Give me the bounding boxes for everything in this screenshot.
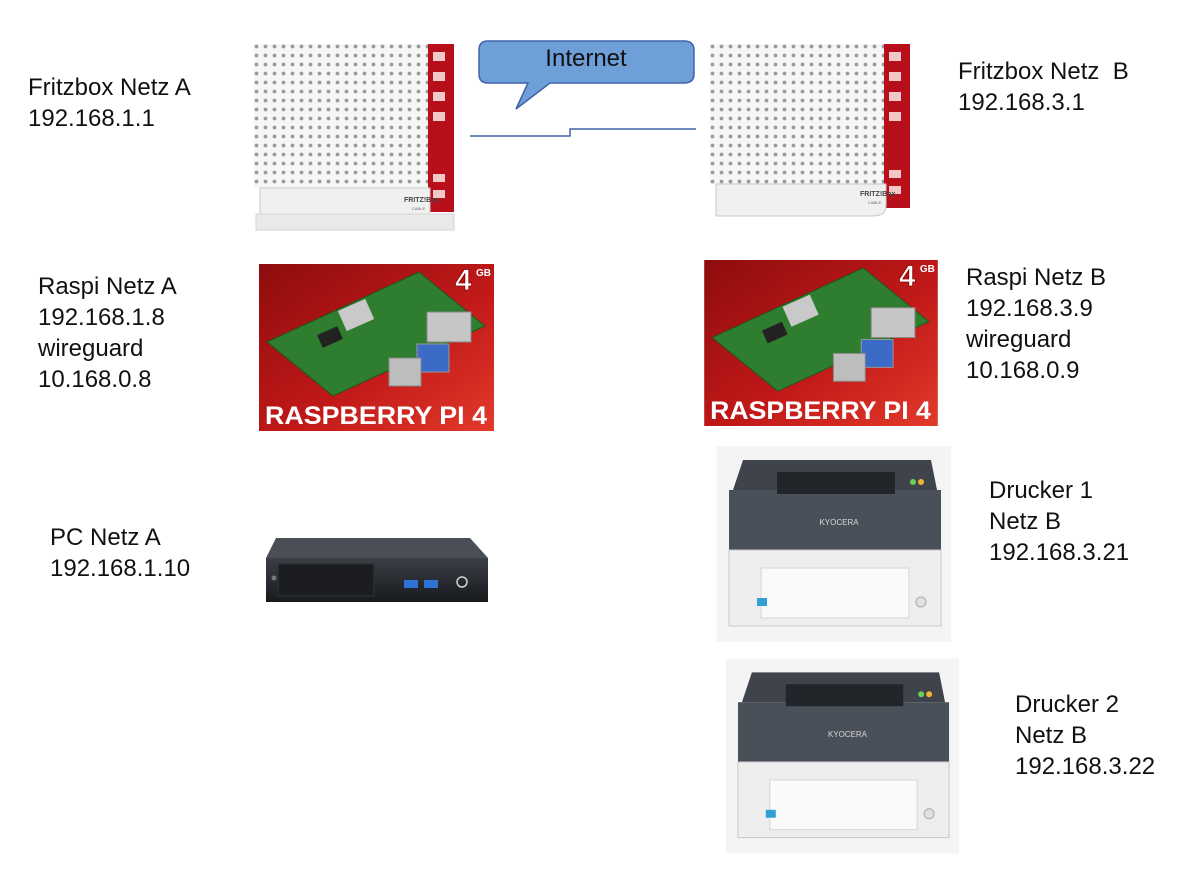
- printer-1-brand: KYOCERA: [819, 518, 859, 527]
- raspi-a-name: Raspi Netz A: [38, 273, 177, 300]
- raspi-b-label: Raspi Netz B 192.168.3.9 wireguard 10.16…: [966, 262, 1106, 386]
- printer-2-name: Drucker 2: [1015, 691, 1120, 718]
- printer-2-ip: 192.168.3.22: [1015, 753, 1156, 780]
- pc-a-name: PC Netz A: [50, 524, 161, 551]
- fritzbox-a-label: Fritzbox Netz A 192.168.1.1: [28, 72, 191, 134]
- raspi-b-vpn-ip: 10.168.0.9: [966, 357, 1080, 384]
- printer-2-net: Netz B: [1015, 722, 1088, 749]
- raspi-b-name: Raspi Netz B: [966, 264, 1107, 291]
- raspi-b-image: 4 GB RASPBERRY PI 4: [704, 260, 938, 426]
- fritzbox-b-brand: FRITZ!Box: [860, 191, 895, 198]
- fritzbox-a-sub: CABLE: [412, 206, 425, 211]
- raspi-b-vpn: wireguard: [966, 326, 1072, 353]
- pc-a-ip: 192.168.1.10: [50, 555, 191, 582]
- raspi-b-ram-unit: GB: [920, 264, 935, 275]
- raspi-a-vpn-ip: 10.168.0.8: [38, 366, 152, 393]
- printer-1-name: Drucker 1: [989, 477, 1094, 504]
- pc-a-label: PC Netz A 192.168.1.10: [50, 522, 190, 584]
- raspi-b-ram: 4: [899, 260, 916, 293]
- fritzbox-a-image: FRITZ!Box CABLE: [254, 44, 455, 231]
- fritzbox-a-brand: FRITZ!Box: [404, 197, 439, 204]
- printer-2-label: Drucker 2 Netz B 192.168.3.22: [1015, 689, 1155, 782]
- printer-1-net: Netz B: [989, 508, 1062, 535]
- raspi-a-label: Raspi Netz A 192.168.1.8 wireguard 10.16…: [38, 271, 177, 395]
- internet-label: Internet: [545, 45, 627, 72]
- fritzbox-b-ip: 192.168.3.1: [958, 89, 1085, 116]
- raspi-b-banner: RASPBERRY PI 4: [710, 398, 931, 425]
- printer-1-image: KYOCERA: [717, 446, 951, 642]
- fritzbox-a-ip: 192.168.1.1: [28, 105, 155, 132]
- fritzbox-a-name: Fritzbox Netz A: [28, 74, 191, 101]
- raspi-a-ram: 4: [455, 264, 472, 297]
- internet-bubble-shape: [478, 40, 695, 110]
- pc-a-image: [266, 538, 488, 602]
- raspi-a-ram-unit: GB: [476, 268, 491, 279]
- printer-1-ip: 192.168.3.21: [989, 539, 1130, 566]
- raspi-a-ip: 192.168.1.8: [38, 304, 165, 331]
- printer-2-brand: KYOCERA: [828, 730, 868, 739]
- internet-bubble: [478, 40, 695, 110]
- internet-link: [470, 128, 696, 137]
- raspi-a-banner: RASPBERRY PI 4: [265, 402, 487, 430]
- raspi-b-ip: 192.168.3.9: [966, 295, 1093, 322]
- raspi-a-vpn: wireguard: [38, 335, 144, 362]
- fritzbox-b-sub: CABLE: [868, 200, 881, 205]
- fritzbox-b-label: Fritzbox Netz B 192.168.3.1: [958, 56, 1129, 118]
- printer-1-label: Drucker 1 Netz B 192.168.3.21: [989, 475, 1129, 568]
- fritzbox-b-name: Fritzbox Netz B: [958, 58, 1129, 85]
- raspi-a-image: 4 GB RASPBERRY PI 4: [259, 264, 494, 431]
- fritzbox-b-image: FRITZ!Box CABLE: [710, 44, 910, 217]
- printer-2-image: KYOCERA: [726, 658, 959, 854]
